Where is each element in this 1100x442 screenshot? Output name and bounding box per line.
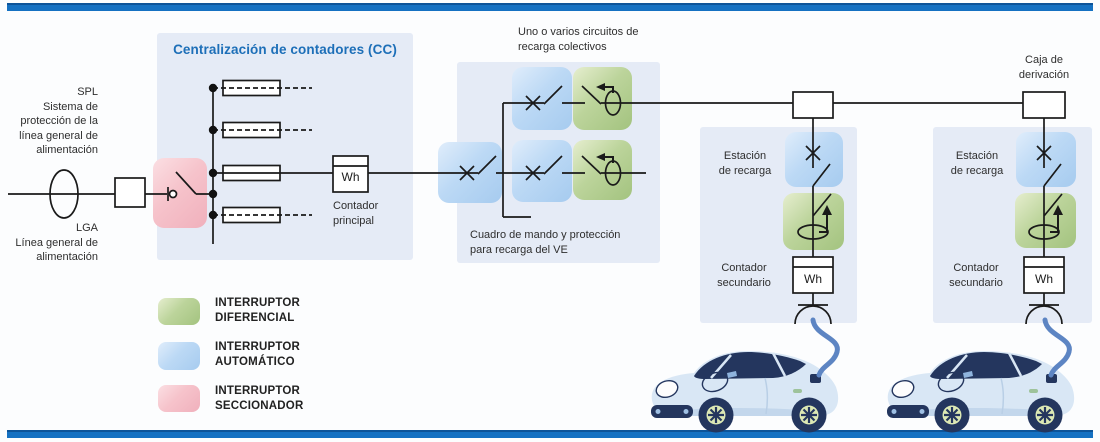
automatico-highlight-upper: [512, 67, 572, 130]
lga-label: LGA Línea general de alimentación: [15, 222, 98, 263]
spare-circuit-lines: [213, 87, 312, 216]
automatico-highlight-station2: [1016, 132, 1076, 187]
diferencial-highlight-upper: [573, 67, 632, 130]
legend-label-diferencial: INTERRUPTOR DIFERENCIAL: [215, 297, 301, 324]
automatico-highlight-lower: [512, 140, 572, 202]
station1-label: Estación de recarga: [718, 150, 772, 177]
differential-arrow-station1: [822, 205, 832, 215]
spl-label: SPL Sistema de protección de la línea ge…: [19, 86, 98, 156]
station2-meter-value: Wh: [1035, 272, 1053, 286]
station2-label: Estación de recarga: [950, 150, 1004, 177]
junction-box-1: [792, 91, 834, 119]
seccionador-blade: [175, 171, 213, 195]
wiring-lines: [8, 85, 1064, 325]
legend-label-seccionador: INTERRUPTOR SECCIONADOR: [215, 385, 304, 412]
differential-arrow-station2: [1053, 205, 1063, 215]
legend-swatch-automatico: [158, 342, 200, 370]
car-illustration-1: [649, 349, 840, 434]
charging-cable-1: [810, 317, 840, 378]
charging-cable-2: [1042, 317, 1072, 378]
cc-panel-title: Centralización de contadores (CC): [173, 42, 397, 57]
spl-protection-box: [114, 177, 146, 208]
seccionador-hinge: [168, 189, 178, 199]
station2-meter-label: Contador secundario: [949, 262, 1003, 289]
bottom-accent-bar: [7, 430, 1093, 438]
main-meter-label: Contador principal: [333, 200, 379, 227]
cuadro-mando-label: Cuadro de mando y protección para recarg…: [470, 229, 621, 256]
legend-label-automatico: INTERRUPTOR AUTOMÁTICO: [215, 341, 301, 368]
main-meter-box: [332, 155, 369, 193]
car-illustration-2: [885, 349, 1076, 434]
legend-swatch-diferencial: [158, 298, 200, 325]
automatico-highlight-station1: [785, 132, 843, 187]
differential-arrow-lower: [596, 153, 605, 161]
top-accent-bar: [7, 3, 1093, 11]
diferencial-highlight-lower: [573, 140, 632, 200]
differential-arrow-upper: [596, 83, 605, 91]
station1-meter-label: Contador secundario: [717, 262, 771, 289]
derivation-box-label: Caja de derivación: [1018, 54, 1070, 81]
station1-meter-value: Wh: [804, 272, 822, 286]
collective-circuits-label: Uno o varios circuitos de recarga colect…: [518, 26, 639, 53]
main-meter-value: Wh: [341, 170, 360, 184]
derivation-box: [1022, 91, 1066, 119]
legend-swatch-seccionador: [158, 385, 200, 412]
lga-line-oval: [49, 169, 79, 219]
seccionador-highlight: [153, 158, 207, 228]
